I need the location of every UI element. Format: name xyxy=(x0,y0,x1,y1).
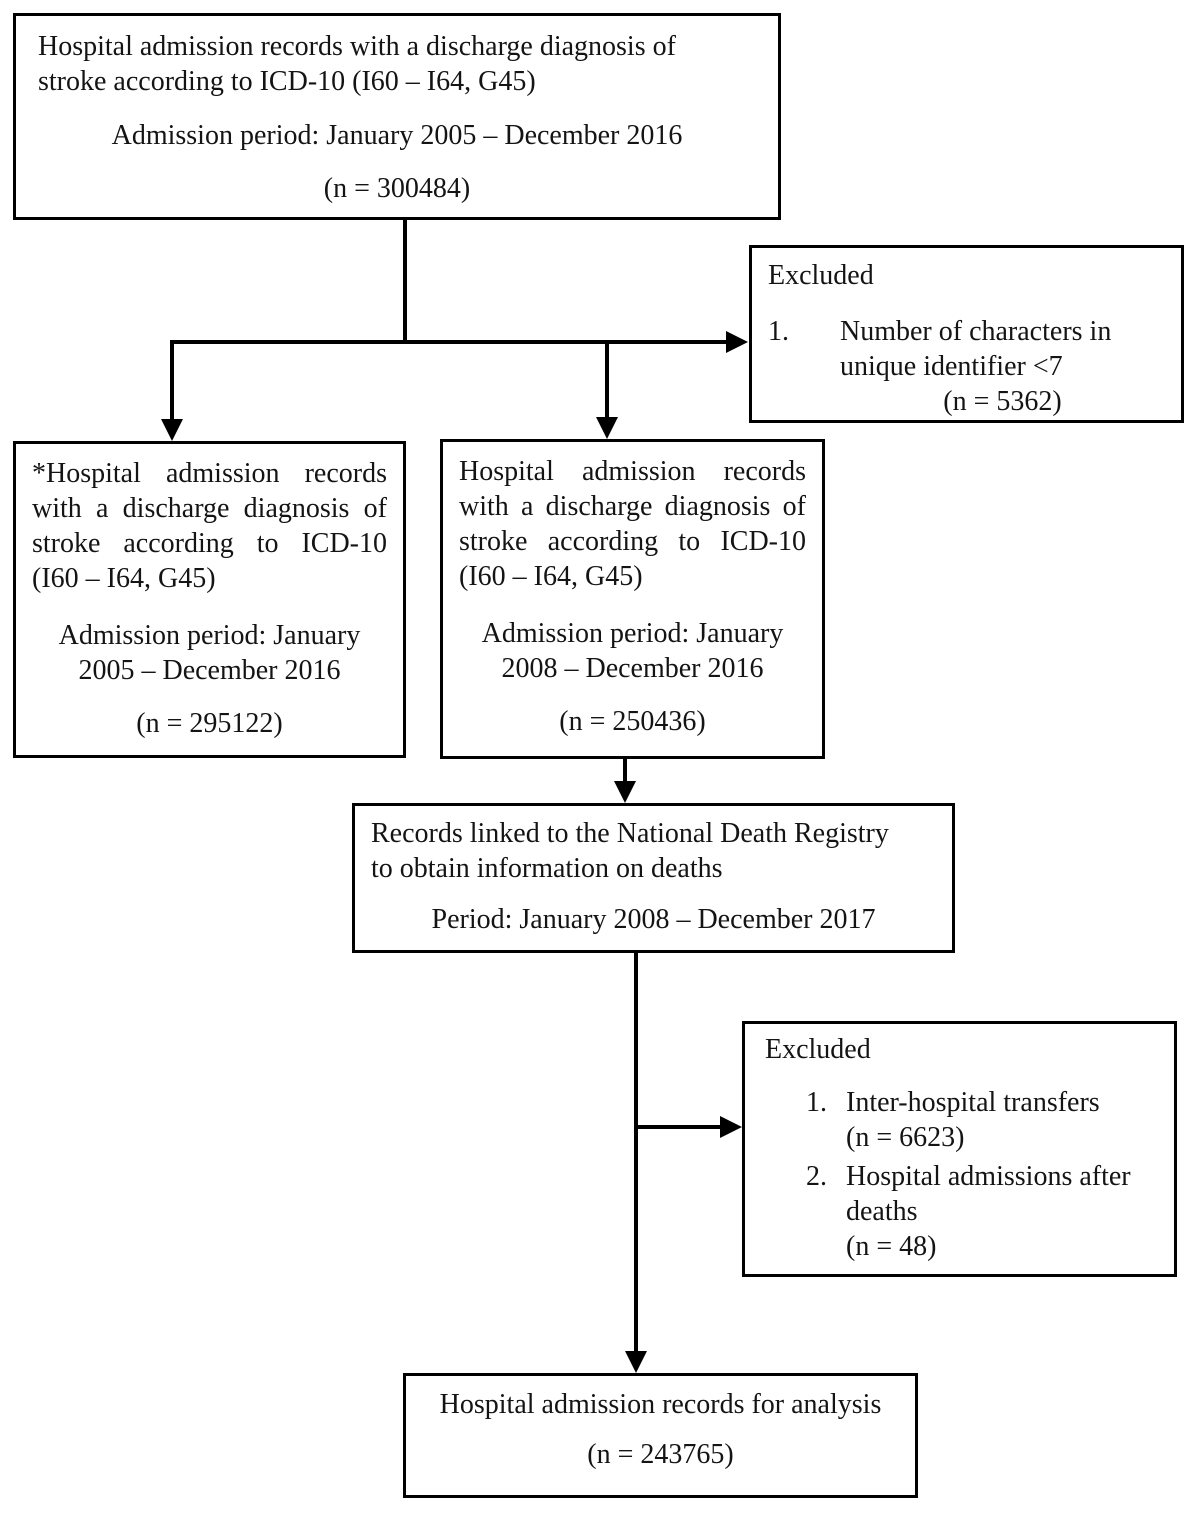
analysis-title: Hospital admission records for analysis xyxy=(439,1389,882,1420)
cohort2008-paragraph-line: Hospital admission records xyxy=(459,456,806,487)
box-excluded-identifier: Excluded 1. Number of characters in uniq… xyxy=(749,245,1184,423)
excluded-item-line: Inter-hospital transfers xyxy=(846,1087,1100,1118)
excluded-item-number: 1. xyxy=(806,1087,827,1118)
source-n-count: (n = 300484) xyxy=(323,173,471,204)
excluded-title: Excluded xyxy=(765,1034,871,1065)
registry-paragraph-line: to obtain information on deaths xyxy=(371,853,723,884)
excluded-item-n-count: (n = 6623) xyxy=(846,1122,965,1153)
cohort2005-paragraph-line: with a discharge diagnosis of xyxy=(32,493,387,524)
cohort2008-n-count: (n = 250436) xyxy=(559,706,706,737)
excluded-title: Excluded xyxy=(768,260,874,291)
excluded-item: 1. Inter-hospital transfers (n = 6623) xyxy=(765,1085,1154,1155)
arrow-to-excluded-identifier xyxy=(726,331,748,353)
arrow-to-cohort2005 xyxy=(161,419,183,441)
box-source-records: Hospital admission records with a discha… xyxy=(13,13,781,220)
cohort2005-paragraph-line: stroke according to ICD-10 xyxy=(32,528,387,559)
cohort2008-paragraph-line: with a discharge diagnosis of xyxy=(459,491,806,522)
cohort2005-paragraph-line: *Hospital admission records xyxy=(32,458,387,489)
cohort2008-paragraph-line: (I60 – I64, G45) xyxy=(459,561,643,592)
excluded-item-line: Hospital admissions after xyxy=(846,1161,1131,1192)
excluded-item-number: 1. xyxy=(768,316,789,347)
excluded-item-line: deaths xyxy=(846,1196,918,1227)
excluded-item-number: 2. xyxy=(806,1161,827,1192)
excluded-item-line: Number of characters in xyxy=(840,316,1112,347)
box-death-registry: Records linked to the National Death Reg… xyxy=(352,803,955,953)
cohort2008-paragraph-line: stroke according to ICD-10 xyxy=(459,526,806,557)
source-admission-period: Admission period: January 2005 – Decembe… xyxy=(111,120,683,151)
excluded-item-text: Number of characters in unique identifie… xyxy=(840,314,1165,419)
excluded-item-n-count: (n = 48) xyxy=(846,1231,937,1262)
excluded-item: 1. Number of characters in unique identi… xyxy=(768,314,1165,419)
box-excluded-transfers: Excluded 1. Inter-hospital transfers (n … xyxy=(742,1021,1177,1277)
excluded-item-text: Hospital admissions after deaths (n = 48… xyxy=(846,1159,1154,1264)
arrow-to-cohort2008 xyxy=(596,417,618,439)
arrow-to-excluded-transfers xyxy=(720,1116,742,1138)
cohort2005-admission-period: Admission period: January xyxy=(58,620,361,651)
arrow-to-registry xyxy=(614,781,636,803)
registry-period: Period: January 2008 – December 2017 xyxy=(431,904,876,935)
excluded-item-n-count: (n = 5362) xyxy=(943,386,1062,417)
cohort2005-admission-period: 2005 – December 2016 xyxy=(78,655,341,686)
analysis-n-count: (n = 243765) xyxy=(587,1439,734,1470)
excluded-item-line: unique identifier <7 xyxy=(840,351,1063,382)
source-paragraph-line: Hospital admission records with a discha… xyxy=(38,31,676,62)
arrow-to-analysis xyxy=(625,1351,647,1373)
cohort2005-n-count: (n = 295122) xyxy=(136,708,283,739)
excluded-item: 2. Hospital admissions after deaths (n =… xyxy=(765,1159,1154,1264)
cohort2008-admission-period: Admission period: January xyxy=(481,618,784,649)
registry-paragraph-line: Records linked to the National Death Reg… xyxy=(371,818,889,849)
box-cohort-2008: Hospital admission records with a discha… xyxy=(440,439,825,759)
box-analysis-records: Hospital admission records for analysis … xyxy=(403,1373,918,1498)
cohort2008-admission-period: 2008 – December 2016 xyxy=(501,653,764,684)
source-paragraph-line: stroke according to ICD-10 (I60 – I64, G… xyxy=(38,66,536,97)
cohort2005-paragraph-line: (I60 – I64, G45) xyxy=(32,563,216,594)
box-cohort-2005: *Hospital admission records with a disch… xyxy=(13,441,406,758)
excluded-item-text: Inter-hospital transfers (n = 6623) xyxy=(846,1085,1154,1155)
